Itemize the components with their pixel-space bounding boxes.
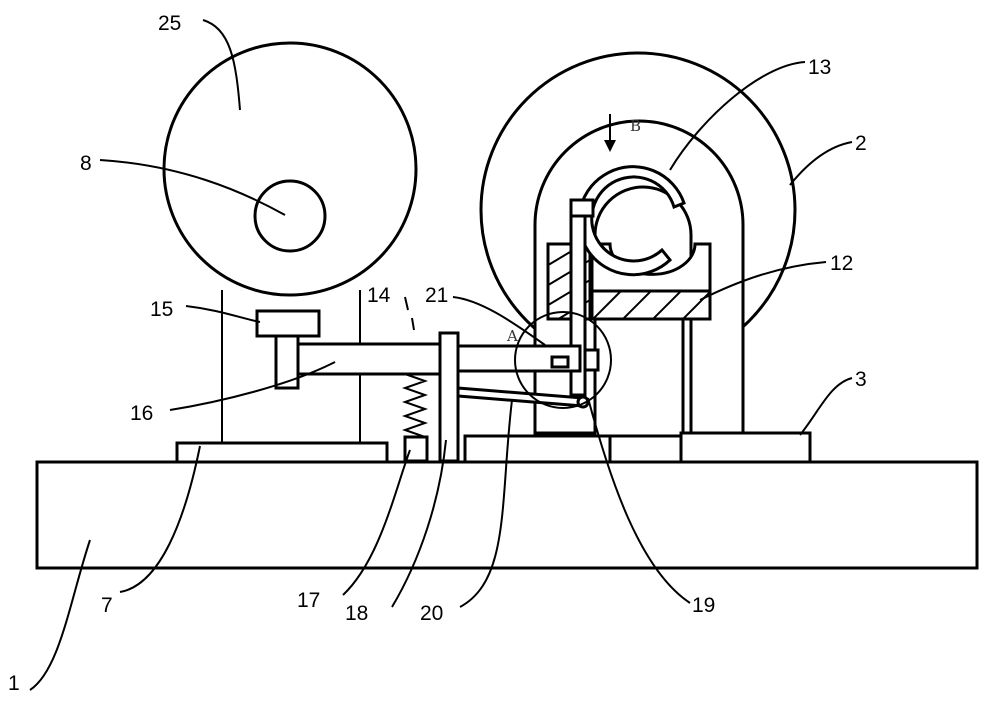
leader-21 <box>452 296 546 346</box>
leader-17 <box>342 449 411 596</box>
hatched-plate-hatch <box>592 291 710 319</box>
component-21 <box>550 355 570 369</box>
leader-8 <box>99 159 286 216</box>
label-2: 2 <box>855 132 867 155</box>
hub-8 <box>253 179 327 253</box>
pad-center <box>463 434 612 464</box>
label-8: 8 <box>80 152 92 175</box>
lever-16 <box>296 342 442 376</box>
hook-13 <box>577 165 686 277</box>
label-14: 14 <box>367 284 391 307</box>
label-3: 3 <box>855 368 867 391</box>
rod-cap <box>569 198 595 218</box>
leader-19 <box>587 397 691 604</box>
label-15: 15 <box>150 298 173 321</box>
label-25: 25 <box>158 12 181 35</box>
bracket-stem <box>274 334 300 390</box>
label-B: B <box>630 117 641 135</box>
leader-12 <box>699 261 827 301</box>
label-1: 1 <box>8 672 20 695</box>
label-18: 18 <box>345 602 368 625</box>
center-pillar <box>593 316 685 438</box>
label-7: 7 <box>101 594 113 617</box>
spring-seat <box>403 435 429 463</box>
label-16: 16 <box>130 402 153 425</box>
leader-7 <box>119 445 201 593</box>
base-plate-1 <box>35 460 979 570</box>
pad-3 <box>679 431 812 464</box>
bracket-15 <box>255 309 321 338</box>
detail-circle-A <box>514 311 612 409</box>
pad-7 <box>175 441 389 464</box>
latch-block <box>583 348 600 372</box>
leader-16 <box>169 361 336 411</box>
arrow-B-head <box>604 140 616 152</box>
hatched-plate <box>590 289 712 321</box>
label-19: 19 <box>692 594 715 617</box>
label-13: 13 <box>808 56 831 79</box>
label-17: 17 <box>297 589 320 612</box>
label-21: 21 <box>425 284 448 307</box>
label-20: 20 <box>420 602 443 625</box>
leader-2 <box>789 141 853 186</box>
left-disc-25 <box>162 41 418 297</box>
label-12: 12 <box>830 252 853 275</box>
pivot-post-18 <box>438 331 460 463</box>
leader-20 <box>459 399 513 608</box>
spring-17 <box>401 373 429 438</box>
leader-25 <box>202 19 241 111</box>
leader-15 <box>185 305 261 323</box>
leader-13 <box>669 61 806 171</box>
leader-3 <box>799 377 853 436</box>
label-A: A <box>506 327 518 345</box>
leader-18 <box>391 439 447 608</box>
leader-14 <box>404 296 415 331</box>
leader-1 <box>29 539 91 691</box>
